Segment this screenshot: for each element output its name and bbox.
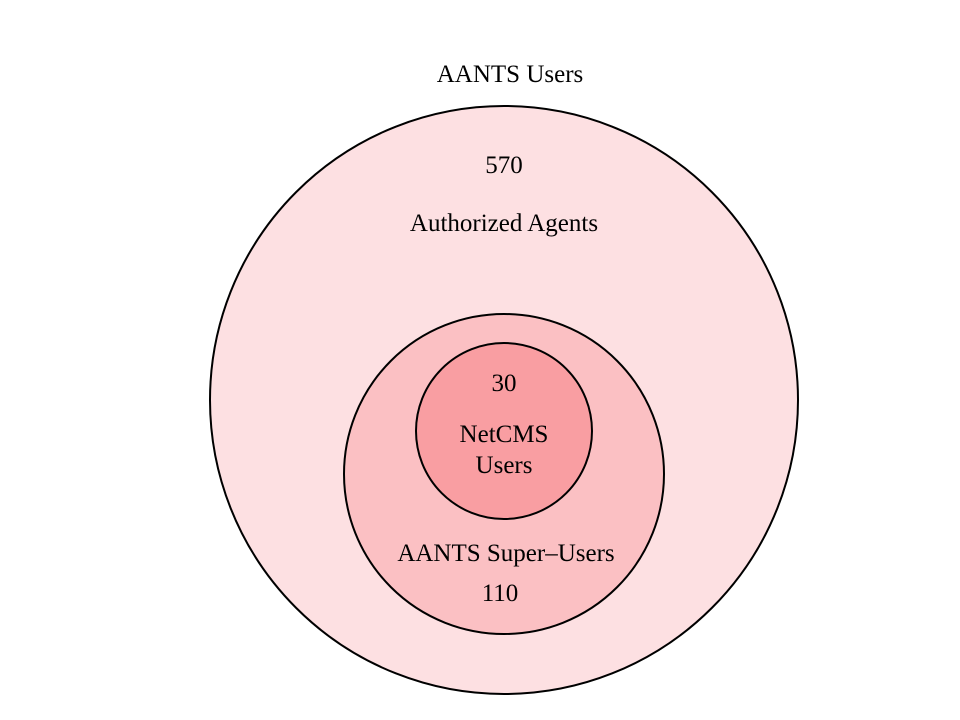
middle-count: 110	[482, 580, 519, 607]
outer-count: 570	[485, 152, 523, 179]
inner-circle-netcms-users	[415, 342, 593, 520]
inner-label-line2: Users	[476, 452, 533, 479]
middle-label: AANTS Super–Users	[397, 540, 614, 567]
diagram-title: AANTS Users	[437, 61, 584, 88]
inner-label-line1: NetCMS	[460, 421, 549, 448]
outer-label: Authorized Agents	[410, 210, 598, 237]
inner-count: 30	[492, 370, 517, 397]
